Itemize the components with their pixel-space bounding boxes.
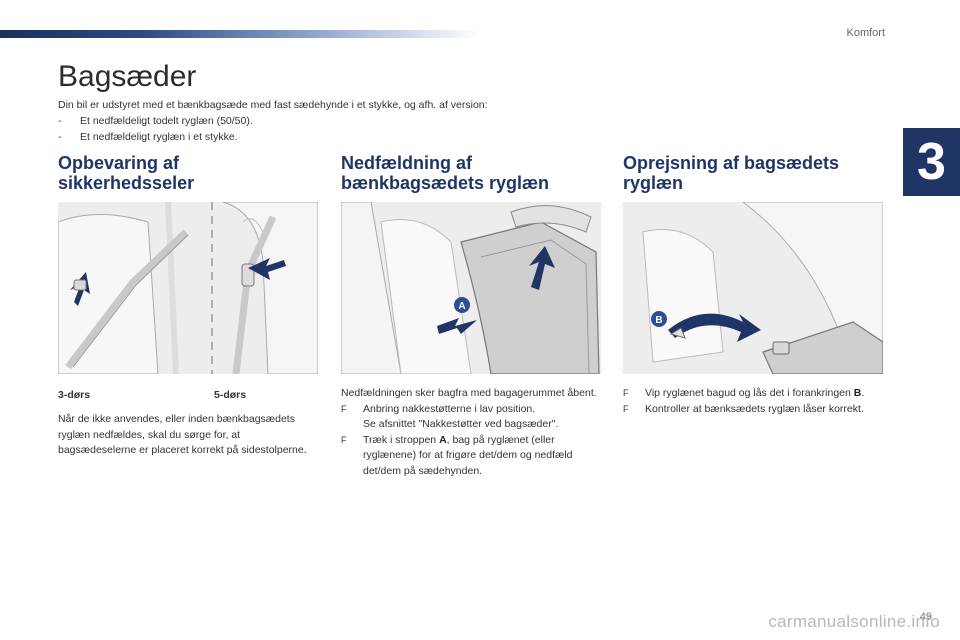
seatbelt-drawing <box>58 202 318 374</box>
intro-item-text: Et nedfældeligt ryglæn i et stykke. <box>80 131 238 143</box>
fold-step-text: Anbring nakkestøtterne i lav position. <box>363 402 536 415</box>
raise-step-text: Kontroller at bænksædets ryglæn låser ko… <box>645 402 864 415</box>
intro-item: - Et nedfældeligt todelt ryglæn (50/50). <box>58 113 618 129</box>
fold-intro: Nedfældningen sker bagfra med bagagerumm… <box>341 387 597 399</box>
fold-step: F Træk i stroppen A, bag på ryglænet (el… <box>341 433 606 480</box>
raise-backrest-drawing: B <box>642 202 883 374</box>
callout-a: A <box>458 301 465 312</box>
intro-item-text: Et nedfældeligt todelt ryglæn (50/50). <box>80 115 253 127</box>
intro-item: - Et nedfældeligt ryglæn i et stykke. <box>58 129 618 145</box>
anchor-label: B <box>853 387 862 399</box>
raise-step: F Vip ryglænet bagud og lås det i forank… <box>623 386 883 402</box>
seatbelt-storage-text: Når de ikke anvendes, eller inden bænkba… <box>58 413 307 456</box>
heading-line: bænkbagsædets ryglæn <box>341 173 550 193</box>
intro-block: Din bil er udstyret med et bænkbagsæde m… <box>58 97 618 145</box>
bullet-dash: - <box>58 115 62 127</box>
fold-backrest-drawing: A <box>341 202 600 374</box>
heading-line: sikkerhedsseler <box>58 173 195 193</box>
step-marker: F <box>623 388 629 398</box>
bullet-dash: - <box>58 131 62 143</box>
raise-backrest-illustration: B <box>623 202 883 374</box>
intro-text: Din bil er udstyret med et bænkbagsæde m… <box>58 99 488 111</box>
callout-b: B <box>655 315 662 326</box>
heading-line: Nedfældning af <box>341 153 472 173</box>
heading-raise-backrest: Oprejsning af bagsædets ryglæn <box>623 153 883 193</box>
text-part: , bag på ryglænet (eller ryglænene) for … <box>363 433 573 477</box>
raise-step-text: Vip ryglænet bagud og lås det i forankri… <box>645 386 864 402</box>
text-part: Træk i stroppen <box>363 433 440 446</box>
heading-line: Opbevaring af <box>58 153 180 173</box>
fold-step-reference: Se afsnittet "Nakkestøtter ved bagsæder"… <box>363 418 559 430</box>
fold-step-text: Træk i stroppen A, bag på ryglænet (elle… <box>363 433 606 480</box>
label-5-door: 5-dørs <box>214 389 247 401</box>
heading-fold-backrest: Nedfældning af bænkbagsædets ryglæn <box>341 153 601 193</box>
chapter-number-tab: 3 <box>903 128 960 196</box>
watermark: carmanualsonline.info <box>768 612 940 631</box>
text-part: Vip ryglænet bagud og lås det i forankri… <box>645 387 854 399</box>
label-3-door: 3-dørs <box>58 389 91 401</box>
step-marker: F <box>341 403 347 414</box>
heading-seatbelt-storage: Opbevaring af sikkerhedsseler <box>58 153 318 193</box>
raise-step: F Kontroller at bænksædets ryglæn låser … <box>623 402 883 418</box>
raise-backrest-text: F Vip ryglænet bagud og lås det i forank… <box>623 386 883 417</box>
heading-line: ryglæn <box>623 173 684 193</box>
page-number: 49 <box>919 611 932 623</box>
strap-label: A <box>439 433 447 446</box>
section-label: Komfort <box>846 27 885 39</box>
page-title: Bagsæder <box>58 60 197 93</box>
fold-step: F Anbring nakkestøtterne i lav position. <box>341 402 606 418</box>
step-marker: F <box>341 434 347 445</box>
step-marker: F <box>623 403 629 414</box>
fold-backrest-illustration: A <box>341 202 601 374</box>
heading-line: Oprejsning af bagsædets <box>623 153 840 173</box>
header-color-bar <box>0 30 480 38</box>
text-part: . <box>861 387 865 399</box>
fold-backrest-text: Nedfældningen sker bagfra med bagagerumm… <box>341 386 606 479</box>
seatbelt-illustration <box>58 202 318 374</box>
